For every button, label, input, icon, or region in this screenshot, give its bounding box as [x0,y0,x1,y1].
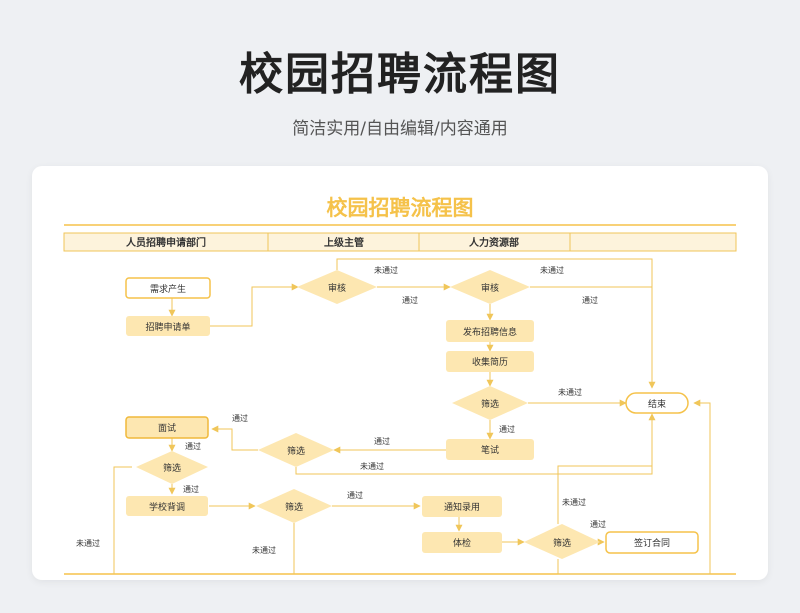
decision-review1-label: 审核 [328,282,346,294]
node-demand-label: 需求产生 [150,283,186,295]
node-notify [422,496,502,517]
edge-label-fail: 未通过 [360,461,384,471]
connectors [113,258,711,575]
edge-label-fail: 未通过 [374,265,398,275]
decision-screen5 [524,524,600,559]
decision-review1 [297,270,377,304]
node-contract-label: 签订合同 [634,537,670,549]
node-physical-label: 体检 [453,537,471,549]
edge-label-pass: 通过 [499,424,515,434]
flowchart: 校园招聘流程图 人员招聘申请部门 上级主管 人力资源部 需求产生 [63,196,737,575]
node-contract [605,531,699,554]
decision-screen4 [256,489,332,523]
edge-label-pass: 通过 [590,519,606,529]
node-apply-form-label: 招聘申请单 [145,321,190,333]
edge-label-fail: 未通过 [252,545,276,555]
lane-label-hr: 人力资源部 [469,236,519,249]
edge-label-pass: 通过 [347,490,363,500]
edge-label-fail: 未通过 [540,265,564,275]
edge-label-fail: 未通过 [76,538,100,548]
node-end-label: 结束 [648,398,666,410]
node-written-label: 笔试 [481,444,499,456]
node-apply-form [126,316,210,336]
edge [557,399,711,575]
decision-screen3 [136,451,208,484]
lane-label-supervisor: 上级主管 [324,236,364,249]
edge-label-pass: 通过 [232,413,248,423]
node-demand [125,277,211,299]
node-end [625,392,689,414]
edge-label-pass: 通过 [374,436,390,446]
lane-label-applicant: 人员招聘申请部门 [126,236,206,249]
node-publish [446,320,534,342]
edge [211,425,258,451]
node-interview-label: 面试 [158,422,176,434]
edge-label-fail: 未通过 [562,497,586,507]
node-physical [422,532,502,553]
edge-label-pass: 通过 [185,441,201,451]
decision-review2-label: 审核 [481,282,499,294]
decision-review2 [450,270,530,304]
decision-screen3-label: 筛选 [163,462,181,474]
edge-label-pass: 通过 [582,295,598,305]
decision-screen1 [452,386,528,420]
decision-screen5-label: 筛选 [553,537,571,549]
edge [210,283,299,327]
page-title: 校园招聘流程图 [239,49,561,100]
edge [557,465,652,524]
decision-screen4-label: 筛选 [285,501,303,513]
decision-screen2-label: 筛选 [287,445,305,457]
node-written [446,439,534,460]
edge-label-fail: 未通过 [558,387,582,397]
node-interview [125,416,209,439]
node-notify-label: 通知录用 [444,501,480,513]
edge-label-pass: 通过 [183,484,199,494]
flowchart-card: 校园招聘流程图 人员招聘申请部门 上级主管 人力资源部 需求产生 [32,166,768,580]
edge-label-pass: 通过 [402,295,418,305]
decision-screen2 [258,433,334,467]
node-collect-label: 收集简历 [472,356,508,368]
node-background-label: 学校背调 [149,501,185,513]
lane-header-bar [63,232,737,252]
decision-screen1-label: 筛选 [481,398,499,410]
diagram-title: 校园招聘流程图 [327,196,474,220]
edge [295,413,656,475]
node-background [126,496,208,516]
node-publish-label: 发布招聘信息 [463,326,517,338]
node-collect [446,351,534,372]
edge [336,258,656,389]
edge [113,466,132,574]
page-subtitle: 简洁实用/自由编辑/内容通用 [292,119,508,139]
